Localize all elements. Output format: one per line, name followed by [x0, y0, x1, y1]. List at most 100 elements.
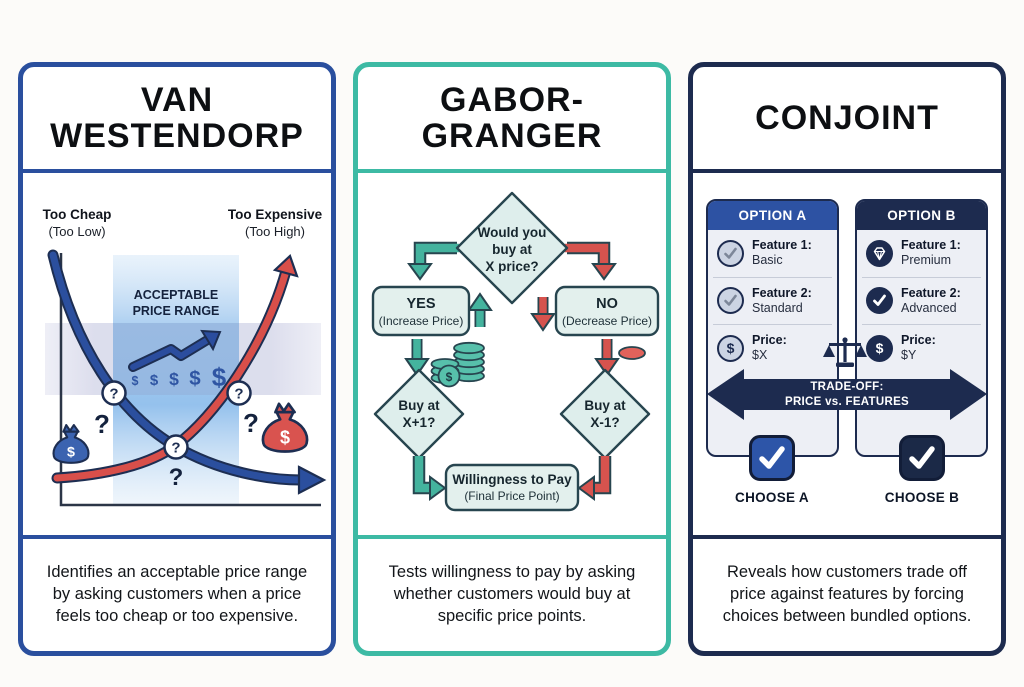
- tradeoff-line2: PRICE vs. FEATURES: [784, 396, 910, 408]
- question-mark-badge: ?: [101, 380, 127, 406]
- dollar-sign: $: [189, 367, 201, 390]
- title-line: VAN: [140, 80, 214, 119]
- result-arrow-red-icon: [577, 456, 612, 501]
- svg-text:X price?: X price?: [485, 259, 538, 274]
- yes-branch-arrow-icon: [407, 241, 459, 281]
- svg-text:?: ?: [171, 440, 180, 457]
- feature-row: Feature 2: Standard: [713, 276, 832, 325]
- svg-text:buy at: buy at: [492, 242, 532, 257]
- feature-label: Feature 2:: [901, 285, 961, 300]
- feature-label: Feature 1:: [901, 238, 961, 252]
- feature-label: Feature 1:: [752, 238, 812, 252]
- feature-value: Advanced: [901, 300, 957, 315]
- svg-text:Buy at: Buy at: [398, 398, 440, 413]
- feature-value: Basic: [752, 253, 783, 268]
- choose-b-label: CHOOSE B: [884, 490, 960, 505]
- card-title-conjoint: CONJOINT: [693, 67, 1001, 173]
- decision-diamond-x-price: Would you buy at X price?: [455, 191, 569, 305]
- question-mark: ?: [243, 408, 259, 438]
- decision-diamond-buy-x-plus-1: Buy at X+1?: [373, 368, 465, 460]
- right-arrowhead: [297, 465, 327, 495]
- check-icon: [909, 446, 935, 469]
- option-a-header: OPTION A: [708, 201, 837, 230]
- svg-text:Would you: Would you: [478, 225, 547, 240]
- feature-value: Standard: [752, 300, 803, 315]
- conjoint-option-card-b: OPTION B Feature 1: Premium: [855, 199, 988, 457]
- question-mark: ?: [94, 409, 110, 439]
- svg-text:(Final Price Point): (Final Price Point): [464, 489, 559, 503]
- method-card-gabor-granger: GABOR- GRANGER Would you: [353, 62, 671, 656]
- price-row: $ Price: $Y: [862, 324, 981, 372]
- gabor-granger-flow-panel: Would you buy at X price?: [358, 173, 666, 535]
- balance-scale-icon: [823, 337, 867, 367]
- svg-text:YES: YES: [406, 296, 435, 312]
- question-mark: ?: [169, 464, 184, 491]
- check-circle-icon: [717, 239, 744, 267]
- tradeoff-arrow: [707, 369, 987, 420]
- pricing-flowchart: Would you buy at X price?: [371, 191, 660, 512]
- svg-text:(Increase Price): (Increase Price): [379, 314, 464, 328]
- description-text: Identifies an acceptable price range by …: [23, 535, 331, 651]
- feature-row: Feature 1: Premium: [857, 230, 986, 277]
- dollar-sign: $: [132, 374, 139, 388]
- conjoint-option-card-a: OPTION A Feature 1: Basic Feature 2: Sta…: [706, 199, 839, 457]
- band-caption-line2: PRICE RANGE: [133, 304, 220, 318]
- too-expensive-sublabel: (Too High): [245, 224, 305, 239]
- increase-price-up-arrow-icon: [467, 292, 493, 327]
- chart-axes: [59, 253, 321, 507]
- option-b-header: OPTION B: [857, 201, 986, 230]
- price-label: Price:: [752, 333, 787, 347]
- price-trend-arrow-icon: [128, 329, 222, 372]
- title-line: GRANGER: [421, 117, 603, 155]
- dollar-circle-icon: $: [717, 334, 744, 362]
- feature-row: Feature 2: Advanced: [862, 276, 981, 325]
- feature-row: Feature 1: Basic: [708, 230, 837, 277]
- yes-box: YES (Increase Price): [371, 285, 471, 337]
- description-text: Tests willingness to pay by asking wheth…: [358, 535, 666, 651]
- question-mark-badge: ?: [163, 434, 189, 460]
- svg-text:NO: NO: [596, 296, 618, 312]
- svg-text:(Decrease Price): (Decrease Price): [562, 314, 652, 328]
- money-bag-icon-blue: $: [52, 424, 90, 464]
- title-line: WESTENDORP: [50, 117, 304, 155]
- dollar-sign: $: [150, 372, 159, 389]
- method-card-van-westendorp: VAN WESTENDORP: [18, 62, 336, 656]
- svg-text:?: ?: [234, 386, 243, 403]
- bag-dollar-symbol: $: [280, 427, 290, 447]
- description-text: Reveals how customers trade off price ag…: [693, 535, 1001, 651]
- dollar-sign: $: [212, 362, 227, 392]
- card-title-van-westendorp: VAN WESTENDORP: [23, 67, 331, 173]
- feature-label: Feature 2:: [752, 285, 812, 300]
- too-cheap-sublabel: (Too Low): [48, 224, 105, 239]
- van-westendorp-chart-panel: Too Cheap (Too Low) Too Expensive (Too H…: [23, 173, 331, 535]
- no-box: NO (Decrease Price): [554, 285, 660, 337]
- choose-b-checkbox[interactable]: [899, 435, 945, 481]
- bag-dollar-symbol: $: [67, 444, 75, 460]
- price-row: $ Price: $X: [713, 324, 832, 372]
- price-value: $X: [752, 348, 768, 363]
- svg-text:X-1?: X-1?: [590, 415, 619, 430]
- result-arrow-teal-icon: [412, 456, 447, 501]
- coin-icon-red: [618, 346, 646, 360]
- no-branch-arrow-icon: [565, 241, 617, 281]
- check-circle-icon: [717, 287, 744, 315]
- gem-icon: [866, 239, 893, 267]
- price-sensitivity-chart: Too Cheap (Too Low) Too Expensive (Too H…: [43, 207, 327, 507]
- decrease-price-down-arrow-icon: [530, 297, 556, 332]
- card-title-gabor-granger: GABOR- GRANGER: [358, 67, 666, 173]
- title-line: CONJOINT: [755, 98, 939, 137]
- question-mark-badges: ? ? ? ? ? ?: [94, 380, 259, 491]
- svg-text:X+1?: X+1?: [403, 415, 436, 430]
- tradeoff-line1: TRADE-OFF:: [810, 381, 884, 394]
- coins-stack-icon: $: [430, 341, 485, 388]
- willingness-to-pay-box: Willingness to Pay (Final Price Point): [444, 463, 580, 512]
- check-icon: [759, 446, 785, 469]
- svg-text:Buy at: Buy at: [584, 398, 626, 413]
- up-arrowhead: [272, 254, 299, 278]
- price-value: $Y: [901, 348, 917, 363]
- choose-a-checkbox[interactable]: [749, 435, 795, 481]
- dollar-circle-icon: $: [866, 334, 893, 362]
- down-arrow-red-icon: [594, 339, 620, 377]
- feature-value: Premium: [901, 253, 952, 268]
